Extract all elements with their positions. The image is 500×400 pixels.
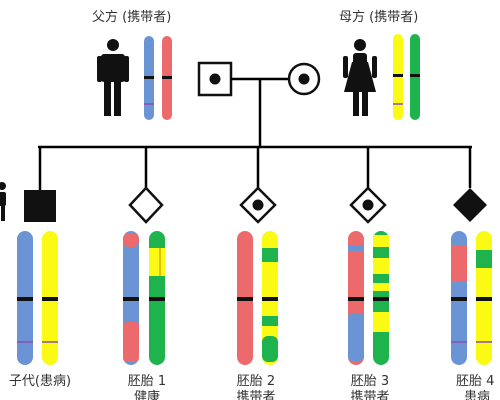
offspring-sublabel-1: 健康	[133, 390, 161, 400]
mother-carrier-symbol	[287, 62, 321, 96]
child-chromosome-yellow	[42, 231, 58, 365]
offspring-label-1: 胚胎 1	[127, 374, 167, 389]
embryo-4-symbol	[453, 188, 487, 222]
offspring-sublabel-2: 携带者	[236, 390, 276, 400]
offspring-sublabel-4: 患病	[464, 390, 491, 400]
offspring-label-3: 胚胎 3	[350, 374, 390, 389]
mother-chromosome-yellow	[393, 34, 403, 120]
embryo-2-chromosome-left	[237, 231, 253, 365]
embryo-3-symbol	[349, 186, 387, 224]
offspring-label-0: 子代(患病)	[8, 374, 72, 389]
embryo-1-chromosome-right	[149, 231, 165, 365]
embryo-3-chromosome-right	[373, 231, 389, 365]
offspring-sublabel-3: 携带者	[350, 390, 390, 400]
female-person-icon	[343, 39, 377, 116]
embryo-2-symbol	[239, 186, 277, 224]
embryo-1-symbol	[128, 186, 164, 224]
embryo-2-chromosome-right	[262, 231, 278, 365]
father-carrier-symbol	[197, 61, 233, 97]
embryo-3-chromosome-left	[348, 231, 364, 365]
mother-label: 母方 (携带者)	[339, 10, 419, 25]
father-chromosome-blue	[144, 36, 154, 120]
male-person-icon	[97, 39, 129, 116]
embryo-1-chromosome-left	[123, 231, 139, 365]
offspring-label-4: 胚胎 4	[456, 374, 495, 389]
child-chromosome-blue	[17, 231, 33, 365]
mother-chromosome-green	[410, 34, 420, 120]
father-label: 父方 (携带者)	[92, 10, 172, 25]
father-chromosome-red	[162, 36, 172, 120]
child-person-icon	[0, 182, 6, 221]
embryo-4-chromosome-left	[451, 231, 467, 365]
affected-child-symbol	[24, 190, 56, 222]
offspring-label-2: 胚胎 2	[236, 374, 276, 389]
embryo-4-chromosome-right	[476, 231, 492, 365]
